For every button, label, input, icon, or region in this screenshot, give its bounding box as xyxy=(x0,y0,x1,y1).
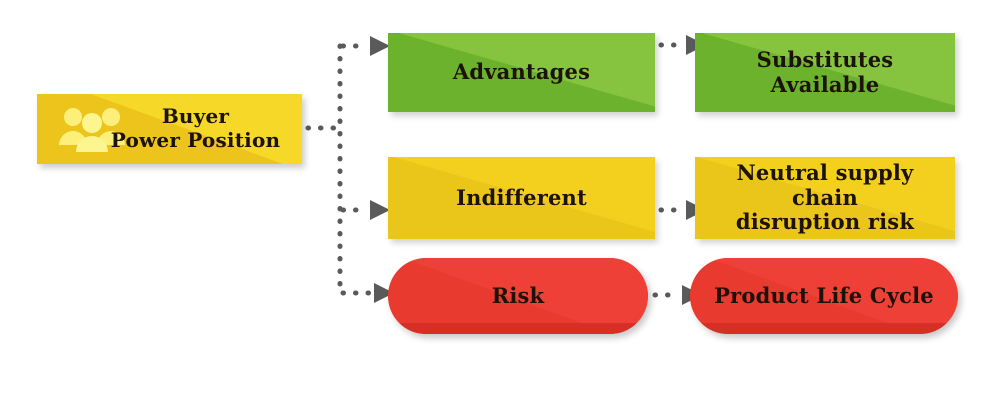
node-sheen xyxy=(388,258,648,334)
arrowhead-branch-middle xyxy=(370,200,390,220)
node-product-life-cycle[interactable]: Product Life Cycle xyxy=(690,258,958,334)
node-label: Risk xyxy=(491,282,545,308)
node-sheen xyxy=(388,157,655,239)
node-indifferent[interactable]: Indifferent xyxy=(388,157,655,239)
node-label: Substitutes Available xyxy=(756,46,894,97)
people-group-icon xyxy=(59,108,125,152)
node-substitutes-available[interactable]: Substitutes Available xyxy=(695,33,955,112)
node-foot-band xyxy=(690,323,958,334)
node-risk[interactable]: Risk xyxy=(388,258,648,334)
node-buyer-power-position[interactable]: Buyer Power Position xyxy=(37,94,302,164)
node-label: Product Life Cycle xyxy=(714,282,934,308)
node-sheen xyxy=(388,33,655,112)
arrowhead-branch-top xyxy=(370,36,390,56)
node-sheen xyxy=(695,157,955,239)
node-neutral-supply-chain-disruption-risk[interactable]: Neutral supply chain disruption risk xyxy=(695,157,955,239)
node-advantages[interactable]: Advantages xyxy=(388,33,655,112)
node-label: Buyer Power Position xyxy=(110,104,281,152)
node-sheen xyxy=(690,258,958,334)
node-label: Neutral supply chain disruption risk xyxy=(735,159,915,235)
node-foot-band xyxy=(388,323,648,334)
node-sheen xyxy=(695,33,955,112)
node-label: Indifferent xyxy=(456,184,587,210)
node-label: Advantages xyxy=(452,59,591,85)
node-sheen xyxy=(37,94,302,164)
